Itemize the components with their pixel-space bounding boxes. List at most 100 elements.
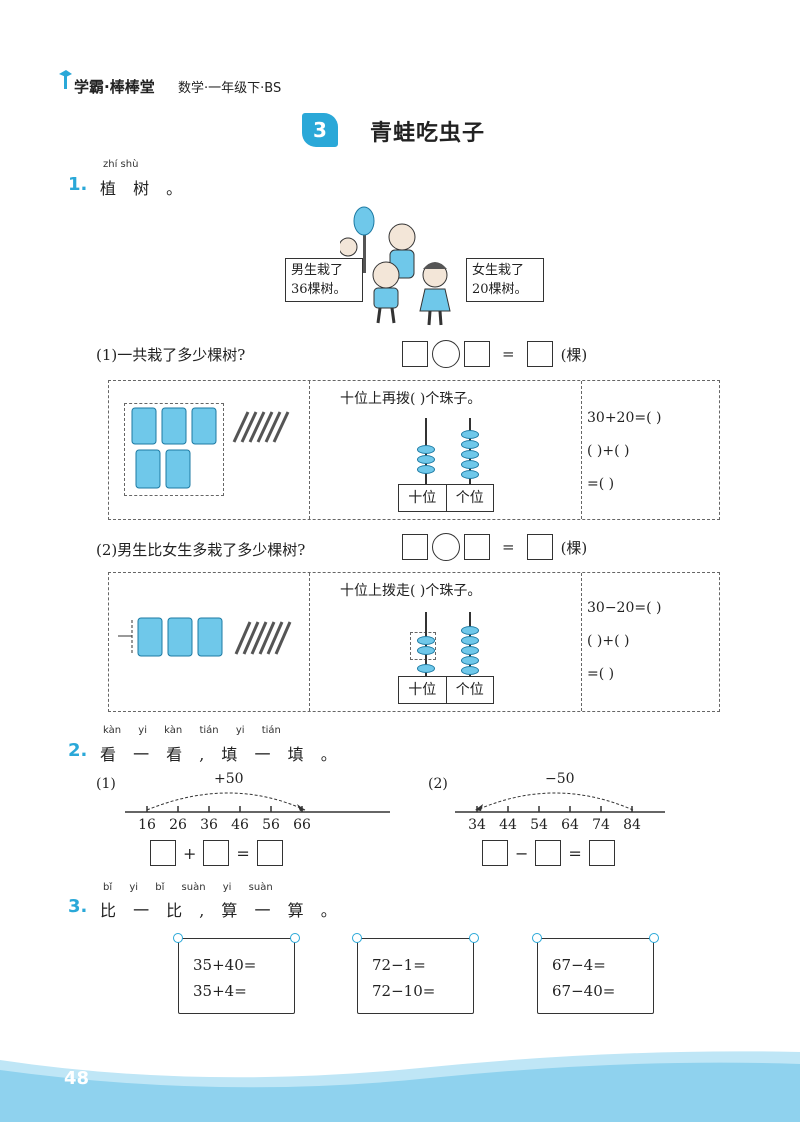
bead — [417, 455, 435, 464]
bead — [461, 656, 479, 665]
answer-box[interactable] — [464, 341, 490, 367]
q2-number: 2. — [68, 740, 88, 761]
number-line-tick-label: 54 — [530, 817, 548, 833]
pinyin-syllable: kàn — [164, 725, 183, 736]
lesson-number-badge: 3 — [302, 113, 338, 147]
scroll-expr: 35+4= — [193, 982, 247, 1000]
q1-part2-calc-line3: =( ) — [587, 666, 615, 682]
answer-box[interactable] — [464, 534, 490, 560]
number-line-tick-label: 64 — [561, 817, 579, 833]
q1-part1-calc-line1: 30+20=( ) — [587, 410, 662, 426]
q1-part2-calc-line2: ( )+( ) — [587, 633, 630, 649]
q1-part1-calc-line3: =( ) — [587, 476, 615, 492]
number-line-tick-label: 66 — [293, 817, 311, 833]
unit-label: (棵) — [560, 345, 588, 364]
ones-place-label: 个位 — [445, 677, 494, 703]
equals-sign: = — [236, 843, 250, 863]
tens-place-label: 十位 — [408, 682, 437, 698]
bead — [461, 626, 479, 635]
q3-title: 比 一 比 , 算 一 算 。 — [100, 901, 343, 920]
q1-part1-abacus-prompt: 十位上再拨( )个珠子。 — [340, 391, 482, 407]
q1-part2-work-box — [108, 572, 720, 712]
result-box[interactable] — [526, 341, 553, 367]
q2-part1-number-line — [125, 792, 390, 813]
stick-bundles-icon — [131, 407, 290, 489]
q1-pinyin: zhí shù — [103, 159, 139, 170]
q1-part1-question: (1)一共栽了多少棵树? — [96, 346, 246, 364]
tens-place-label: 十位 — [408, 490, 437, 506]
scroll-expr: 72−1= — [372, 956, 426, 974]
ones-place-label: 个位 — [445, 485, 494, 511]
q1-title: 植 树 。 — [100, 179, 189, 198]
bead — [461, 460, 479, 469]
pinyin-syllable: kàn — [103, 725, 122, 736]
abacus-base: 十位 个位 — [398, 484, 494, 512]
pinyin-syllable: tián — [199, 725, 219, 736]
plus-sign: + — [183, 843, 197, 863]
number-line-tick-label: 74 — [592, 817, 610, 833]
operator-circle[interactable] — [432, 533, 460, 561]
q1-part2-calc-line1: 30−20=( ) — [587, 600, 662, 616]
result-box[interactable] — [256, 840, 283, 866]
lesson-title: 青蛙吃虫子 — [370, 121, 486, 146]
answer-box[interactable] — [203, 840, 230, 866]
q2-part2-arc-label: −50 — [545, 771, 575, 787]
number-line-tick-label: 16 — [138, 817, 156, 833]
pinyin-syllable: yi — [235, 725, 245, 736]
number-line-tick-label: 46 — [231, 817, 249, 833]
stick-bundles-icon — [118, 617, 292, 657]
q2-part1-equation: + = — [150, 840, 283, 866]
answer-box[interactable] — [535, 840, 562, 866]
unit-label: (棵) — [560, 538, 588, 557]
q3-number: 3. — [68, 896, 88, 917]
calc-scroll-2: 72−1= 72−10= — [352, 933, 479, 1014]
q2-part2-label: (2) — [428, 776, 448, 792]
scroll-expr: 67−40= — [552, 982, 616, 1000]
q2-part1-arc-label: +50 — [214, 771, 244, 787]
bead — [461, 636, 479, 645]
pinyin-syllable: yi — [138, 725, 147, 736]
bead — [417, 445, 435, 454]
footer-wave-decoration — [0, 1051, 800, 1122]
equals-sign: = — [502, 345, 515, 363]
bead — [417, 664, 435, 673]
result-box[interactable] — [588, 840, 615, 866]
q1-part1-equation: = (棵) — [402, 340, 587, 368]
q1-part1-work-box — [108, 380, 720, 520]
pinyin-syllable: suàn — [248, 882, 273, 893]
q2-part2-equation: − = — [482, 840, 615, 866]
answer-box[interactable] — [402, 534, 428, 560]
answer-box[interactable] — [402, 341, 428, 367]
pinyin-syllable: yi — [129, 882, 139, 893]
bead — [461, 440, 479, 449]
operator-circle[interactable] — [432, 340, 460, 368]
girls-bubble-line2: 20棵树。 — [472, 282, 528, 297]
number-line-tick-label: 56 — [262, 817, 280, 833]
equals-sign: = — [502, 538, 515, 556]
q2-part1-label: (1) — [96, 776, 116, 792]
calc-scroll-3: 67−4= 67−40= — [532, 933, 659, 1014]
answer-box[interactable] — [482, 840, 508, 866]
pinyin-syllable: yi — [222, 882, 232, 893]
number-line-tick-label: 36 — [200, 817, 218, 833]
children-planting-illustration — [340, 206, 451, 326]
bundle-group — [124, 403, 224, 496]
brand-name: 学霸·棒棒堂 — [74, 78, 155, 96]
scroll-expr: 67−4= — [552, 956, 606, 974]
q1-part2-question: (2)男生比女生多栽了多少棵树? — [96, 541, 306, 559]
boys-bubble-line2: 36棵树。 — [291, 282, 347, 297]
q1-part2-abacus-prompt: 十位上拨走( )个珠子。 — [340, 583, 482, 599]
girls-speech-bubble: 女生栽了 20棵树。 — [466, 258, 544, 302]
bead — [417, 465, 435, 474]
q2-part2-number-line — [455, 792, 665, 813]
pinyin-syllable: tián — [261, 725, 281, 736]
scroll-expr: 72−10= — [372, 982, 436, 1000]
answer-box[interactable] — [150, 840, 176, 866]
boys-speech-bubble: 男生栽了 36棵树。 — [285, 258, 363, 302]
bead — [461, 450, 479, 459]
result-box[interactable] — [526, 534, 553, 560]
abacus-base: 十位 个位 — [398, 676, 494, 704]
q1-part1-calc-line2: ( )+( ) — [587, 443, 630, 459]
bead — [461, 430, 479, 439]
q3-pinyin: bǐ yi bǐ suàn yi suàn — [103, 882, 273, 893]
